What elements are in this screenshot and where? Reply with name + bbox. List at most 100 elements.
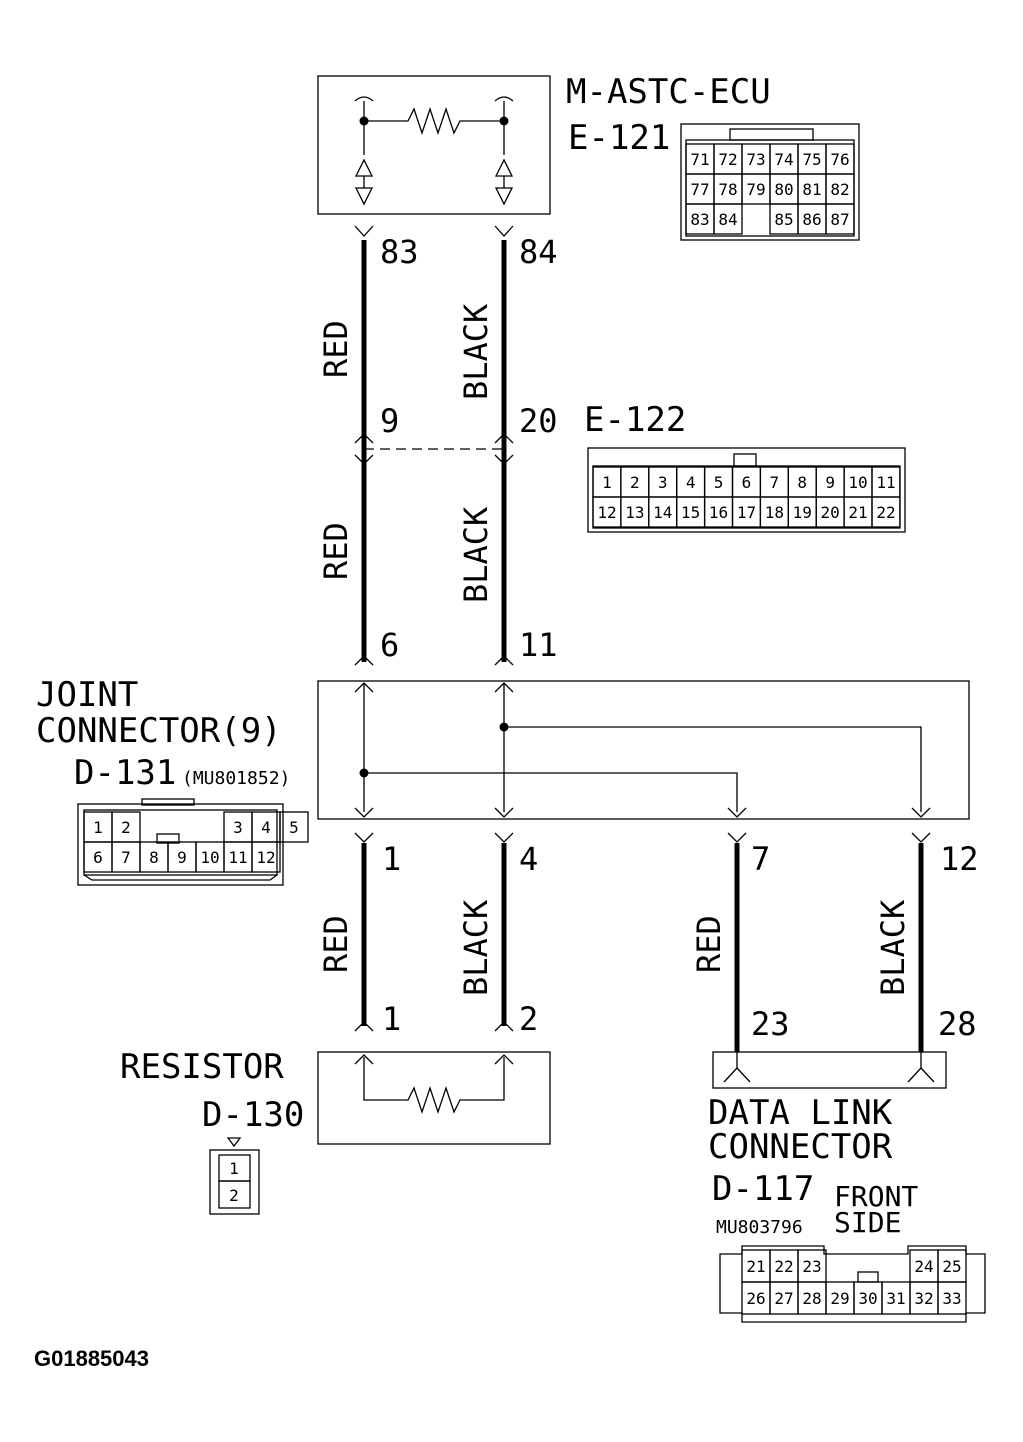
pin-9: 9 xyxy=(380,402,399,440)
figure-code: G01885043 xyxy=(34,1346,149,1371)
wire-color-black: BLACK xyxy=(874,899,912,996)
joint-connector-pin-label: 6 xyxy=(93,848,103,867)
dlc-name-line1: DATA LINK xyxy=(708,1093,893,1133)
resistor-pin-cell: 1 xyxy=(229,1159,239,1178)
dlc-part-number: MU803796 xyxy=(716,1217,803,1238)
inline-connector-pin-label: 6 xyxy=(742,473,752,492)
pin-7: 7 xyxy=(751,840,770,878)
joint-connector-pin-label: 5 xyxy=(289,818,299,837)
ecu-connector-pin-label: 87 xyxy=(830,210,849,229)
ecu-connector-pin-label: 80 xyxy=(774,180,793,199)
inline-connector-pin-label: 16 xyxy=(709,503,728,522)
pin-28: 28 xyxy=(938,1005,977,1043)
joint-connector-pin-label: 7 xyxy=(121,848,131,867)
ecu-pin-marks xyxy=(354,225,514,237)
inline-connector-pin-label: 13 xyxy=(625,503,644,522)
dlc-connector-pin-label: 21 xyxy=(746,1257,765,1276)
pin-2: 2 xyxy=(519,1000,538,1038)
pin-23: 23 xyxy=(751,1005,790,1043)
dlc-name-line2: CONNECTOR xyxy=(708,1127,893,1167)
joint-connector-cell xyxy=(251,841,281,873)
inline-connector-pin-label: 7 xyxy=(770,473,780,492)
ecu-connector-pin-label: 86 xyxy=(802,210,821,229)
ecu-connector-cell xyxy=(825,203,855,235)
dlc-connector-id: D-117 xyxy=(712,1169,814,1209)
joint-connector-cell xyxy=(279,811,309,843)
ecu-connector-pin-label: 77 xyxy=(690,180,709,199)
dlc-connector-pin-label: 30 xyxy=(858,1289,877,1308)
dlc-connector-pin-label: 23 xyxy=(802,1257,821,1276)
ecu-connector-pin-label: 73 xyxy=(746,150,765,169)
inline-connector-pin-label: 10 xyxy=(848,473,867,492)
resistor-name: RESISTOR xyxy=(120,1047,284,1087)
resistor-connector-id: D-130 xyxy=(202,1095,304,1135)
joint-connector-pin-label: 2 xyxy=(121,818,131,837)
inline-connector-pin-label: 3 xyxy=(658,473,668,492)
joint-name-line1: JOINT xyxy=(36,675,138,715)
dlc-view-line1: FRONT xyxy=(834,1180,918,1213)
inline-connector-pin-label: 4 xyxy=(686,473,696,492)
inline-connector-pin-label: 20 xyxy=(821,503,840,522)
dlc-connector-pin-label: 33 xyxy=(942,1289,961,1308)
ecu-connector-pin-label: 82 xyxy=(830,180,849,199)
inline-connector-pin-label: 8 xyxy=(797,473,807,492)
dlc-connector-pin-label: 31 xyxy=(886,1289,905,1308)
dlc-connector-pin-label: 32 xyxy=(914,1289,933,1308)
ecu-connector-pin-label: 72 xyxy=(718,150,737,169)
joint-connector-pin-label: 4 xyxy=(261,818,271,837)
ecu-name: M-ASTC-ECU xyxy=(566,72,771,112)
joint-top-pin-marks xyxy=(354,655,514,666)
ecu-connector-pin-label: 76 xyxy=(830,150,849,169)
resistor-block xyxy=(317,1051,551,1145)
joint-connector-block xyxy=(317,680,970,820)
dlc-connector-pin-label: 24 xyxy=(914,1257,933,1276)
dlc-connector-cell xyxy=(937,1281,967,1315)
ecu-connector-cell xyxy=(713,203,743,235)
resistor-pin-cell: 2 xyxy=(229,1186,239,1205)
pin-1: 1 xyxy=(382,840,401,878)
ecu-connector-id: E-121 xyxy=(568,118,670,158)
joint-name-line2: CONNECTOR(9) xyxy=(36,711,282,751)
joint-part-number: (MU801852) xyxy=(182,768,290,789)
inline-connector-pin-label: 12 xyxy=(597,503,616,522)
wire-color-red: RED xyxy=(690,915,728,973)
pin-1: 1 xyxy=(382,1000,401,1038)
inline-connector-pin-label: 18 xyxy=(765,503,784,522)
ecu-block xyxy=(317,75,551,215)
inline-connector-pin-label: 21 xyxy=(848,503,867,522)
dlc-connector-pin-label: 27 xyxy=(774,1289,793,1308)
dlc-view-line2: SIDE xyxy=(834,1206,901,1239)
ecu-connector-pin-label: 75 xyxy=(802,150,821,169)
ecu-connector-pin-label: 83 xyxy=(690,210,709,229)
wire-color-black: BLACK xyxy=(457,899,495,996)
ecu-connector-pin-label: 71 xyxy=(690,150,709,169)
resistor-connector-face xyxy=(209,1137,260,1215)
ecu-connector-pin-label: 84 xyxy=(718,210,737,229)
joint-connector-id: D-131 xyxy=(74,753,176,793)
lower-pin-marks xyxy=(354,832,931,843)
ecu-connector-pin-label: 74 xyxy=(774,150,793,169)
joint-connector-pin-label: 11 xyxy=(228,848,247,867)
ecu-connector-pin-label: 85 xyxy=(774,210,793,229)
pin-83: 83 xyxy=(380,233,419,271)
joint-connector-pin-label: 8 xyxy=(149,848,159,867)
inline-connector-id: E-122 xyxy=(584,400,686,440)
resistor-pin-marks xyxy=(354,1021,514,1032)
joint-connector-pin-label: 1 xyxy=(93,818,103,837)
wire-color-red: RED xyxy=(317,320,355,378)
joint-connector-pin-label: 12 xyxy=(256,848,275,867)
dlc-connector-pin-label: 25 xyxy=(942,1257,961,1276)
pin-84: 84 xyxy=(519,233,558,271)
inline-connector-pin-label: 9 xyxy=(825,473,835,492)
inline-connector-cell xyxy=(871,496,901,528)
pin-12: 12 xyxy=(940,840,979,878)
inline-connector-pin-label: 17 xyxy=(737,503,756,522)
inline-connector-pin-label: 1 xyxy=(602,473,612,492)
pin-4: 4 xyxy=(519,840,538,878)
inline-connector-pin-label: 5 xyxy=(714,473,724,492)
dlc-connector-pin-label: 29 xyxy=(830,1289,849,1308)
